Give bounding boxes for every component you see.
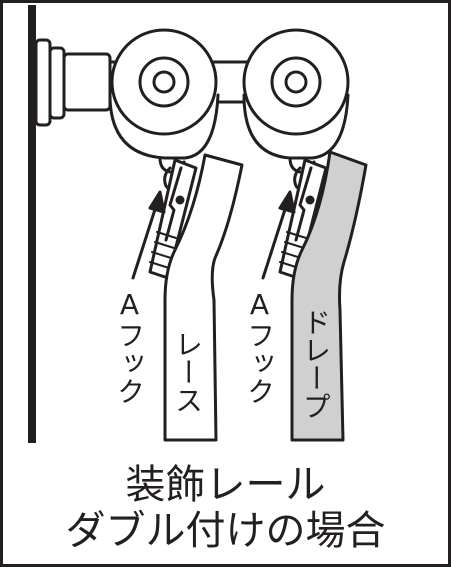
caption-line-1: 装飾レール [125, 462, 326, 508]
wall-post [28, 5, 36, 443]
lace-label: レース [171, 330, 204, 414]
runner-left [108, 28, 220, 174]
drape-curtain [290, 150, 368, 442]
hook-label-left: Aフック [113, 288, 146, 405]
drape-label: ドレープ [299, 308, 332, 420]
caption-line-2: ダブル付けの場合 [65, 508, 386, 554]
lace-curtain [163, 153, 244, 442]
hook-label-right: Aフック [243, 288, 276, 405]
arrow-right [261, 190, 296, 280]
arrow-left [131, 190, 166, 280]
runner-right [242, 28, 350, 174]
